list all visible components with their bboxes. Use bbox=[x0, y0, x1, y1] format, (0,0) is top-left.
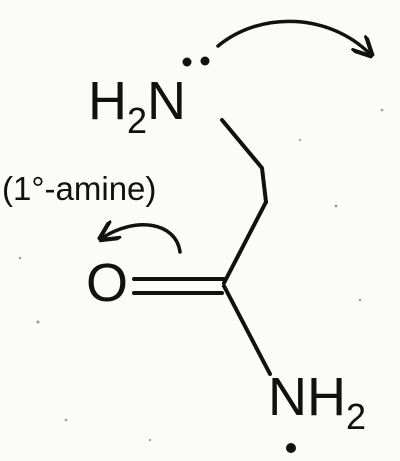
amine-hydrogen: H bbox=[88, 71, 127, 131]
amide-subscript: 2 bbox=[346, 396, 367, 437]
carbonyl-curved-arrow bbox=[102, 225, 182, 254]
amide-nitrogen: N bbox=[268, 367, 307, 427]
primary-amine-annotation: (1°-amine) bbox=[2, 170, 157, 207]
amide-lone-pair-dot bbox=[286, 443, 296, 453]
n-ch2-bond bbox=[220, 118, 268, 204]
amine-nitrogen: N bbox=[147, 71, 187, 131]
carbonyl-amide-bond bbox=[222, 284, 272, 376]
amide-group-label: NH2 bbox=[268, 367, 366, 435]
amine-subscript: 2 bbox=[127, 100, 148, 141]
lone-pair-dot-right bbox=[200, 56, 210, 66]
carbonyl-oxygen-label: O bbox=[86, 253, 129, 313]
amine-group-label: H2N bbox=[88, 71, 187, 139]
lone-pair-dot-left bbox=[182, 57, 192, 67]
lone-pair-curved-arrow bbox=[216, 19, 370, 54]
amide-hydrogen: H bbox=[307, 367, 346, 427]
ch2-carbonyl-bond bbox=[222, 200, 268, 285]
paper-speckles bbox=[18, 108, 384, 442]
